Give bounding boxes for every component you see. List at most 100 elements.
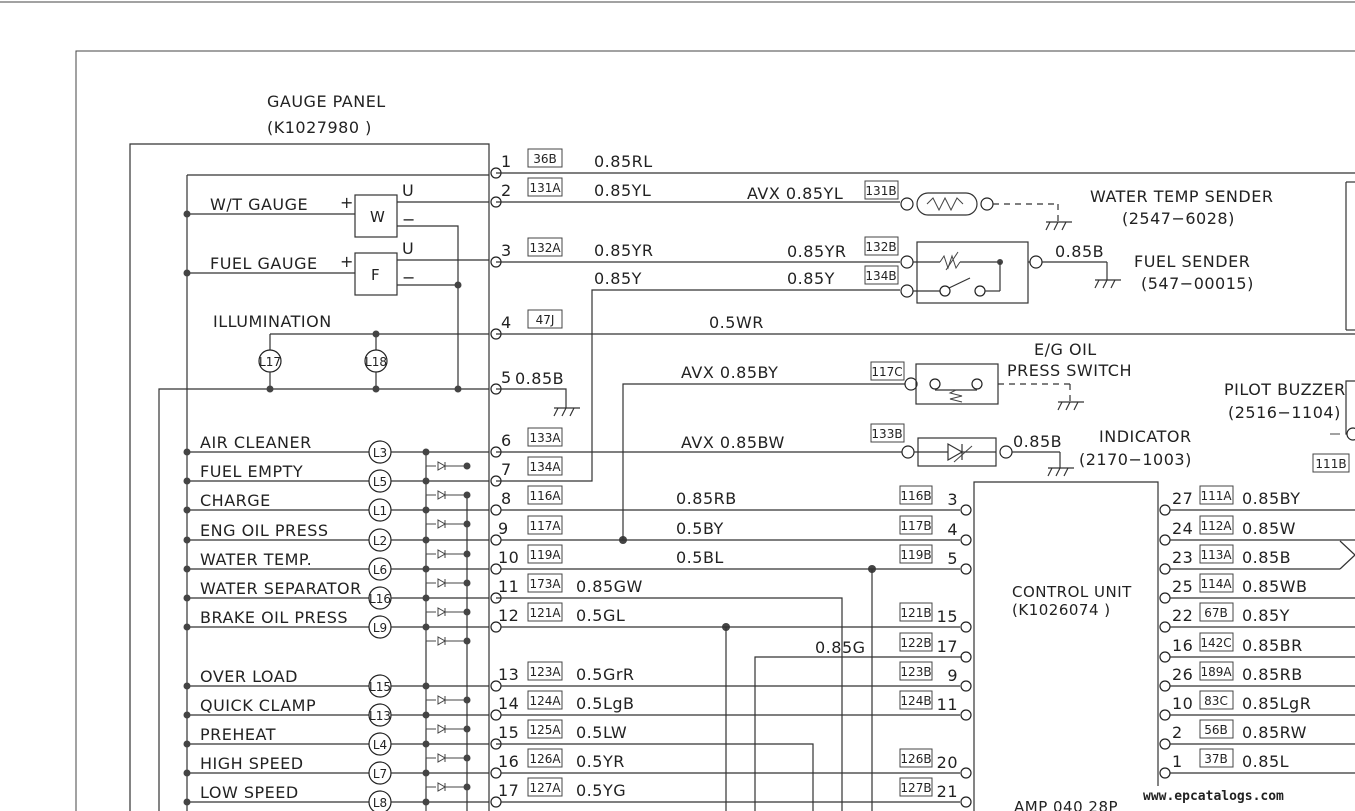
fuel-minus: −: [402, 268, 416, 287]
warning-lamp-label: L8: [373, 796, 387, 810]
cu-right-tag: [1199, 719, 1234, 739]
cu-right-wire: 0.85BR: [1242, 636, 1303, 655]
indicator-label: INDICATOR: [1099, 427, 1192, 446]
diode-icon: [437, 490, 447, 500]
cu-right-wire: 0.85Y: [1242, 606, 1290, 625]
wire-label: 0.5WR: [709, 313, 764, 332]
svg-text:134B: 134B: [865, 269, 896, 283]
wire-tag-text: 126A: [529, 752, 561, 766]
control-unit-box: [973, 481, 1159, 811]
wire-tag: [527, 485, 563, 505]
wire-tag-text: 127A: [529, 781, 561, 795]
wire-tag-text: 125A: [529, 723, 561, 737]
fuel-gauge-label: FUEL GAUGE: [210, 254, 318, 273]
wire-tag: [527, 719, 563, 739]
diode-icon: [437, 549, 447, 559]
wire-tag-text: 123A: [529, 665, 561, 679]
warning-lamp-label: L5: [373, 475, 387, 489]
gauge-pin-number: 11: [498, 577, 519, 596]
tag-117c: [870, 361, 905, 381]
warning-lamp-label: L4: [373, 738, 387, 752]
cu-right-tag: [1199, 748, 1234, 768]
svg-text:117C: 117C: [871, 365, 902, 379]
gauge-pin-number: 15: [498, 723, 519, 742]
indicator-no: (2170−1003): [1079, 450, 1192, 469]
cu-right-wire: 0.85RW: [1242, 723, 1307, 742]
wire-label: 0.5LW: [576, 723, 627, 742]
tag-111b: [1312, 453, 1350, 473]
cu-right-tag: [1199, 690, 1234, 710]
warning-label: CHARGE: [200, 491, 271, 510]
warning-label: LOW SPEED: [200, 783, 299, 802]
fuel-u: U: [402, 239, 414, 258]
gauge-pin-number: 6: [501, 431, 512, 450]
cu-right-tag-text: 113A: [1200, 548, 1232, 562]
gauge-pin-number: 10: [498, 548, 519, 567]
warning-lamp-label: L2: [373, 534, 387, 548]
warning-label: QUICK CLAMP: [200, 696, 316, 715]
cu-right-wire: 0.85B: [1242, 548, 1291, 567]
gauge-pin-number: 16: [498, 752, 519, 771]
cu-right-tag-text: 114A: [1200, 577, 1232, 591]
wire-tag: [527, 748, 563, 768]
warning-label: WATER TEMP.: [200, 550, 312, 569]
cu-right-wire: 0.85RB: [1242, 665, 1303, 684]
diode-icon: [437, 753, 447, 763]
cu-right-tag: [1199, 485, 1234, 505]
cu-left-pin: 20: [937, 753, 958, 772]
cu-left-tag: [899, 544, 933, 564]
pilot-buzzer-no: (2516−1104): [1228, 403, 1341, 422]
wire-tag: [527, 177, 563, 197]
cu-right-pin: 23: [1172, 548, 1193, 567]
gauge-pin-number: 4: [501, 313, 512, 332]
control-unit-title: CONTROL UNIT: [1012, 583, 1132, 601]
sheet-border: [75, 50, 1355, 811]
tag-134b: [864, 265, 899, 285]
cu-left-pin: 21: [937, 782, 958, 801]
wire-tag-text: 134A: [529, 460, 561, 474]
cu-right-pin: 2: [1172, 723, 1183, 742]
cu-right-tag-text: 111A: [1200, 489, 1232, 503]
cu-right-tag: [1199, 602, 1234, 622]
warning-label: OVER LOAD: [200, 667, 298, 686]
diode-icon: [437, 695, 447, 705]
indicator-ground-wire: 0.85B: [1013, 432, 1062, 451]
water-temp-sender-label: WATER TEMP SENDER: [1090, 187, 1273, 206]
wire-label: 0.85RL: [594, 152, 653, 171]
wire-tag: [527, 456, 563, 476]
wire-label: 0.5BY: [676, 519, 724, 538]
cu-left-pin: 17: [937, 637, 958, 656]
cu-right-pin: 25: [1172, 577, 1193, 596]
control-unit-part-no: (K1026074 ): [1012, 601, 1111, 619]
cu-right-tag-text: 37B: [1204, 752, 1228, 766]
press-switch-label: PRESS SWITCH: [1007, 361, 1132, 380]
cu-right-wire: 0.85LgR: [1242, 694, 1311, 713]
wire-label: 0.85RB: [676, 489, 737, 508]
cu-left-pin: 4: [947, 520, 958, 539]
cu-right-pin: 22: [1172, 606, 1193, 625]
diode-icon: [437, 519, 447, 529]
wire-label: 0.5GL: [576, 606, 625, 625]
cu-left-pin: 15: [937, 607, 958, 626]
pilot-buzzer-icon: [1345, 380, 1355, 435]
gauge-panel-title: GAUGE PANEL: [267, 92, 386, 111]
wire-label: 0.5BL: [676, 548, 724, 567]
diode-icon: [437, 636, 447, 646]
lamp-l18-label: L18: [365, 355, 387, 369]
wire-tag: [527, 515, 563, 535]
wire-tag-text: 36B: [533, 152, 557, 166]
svg-text:132B: 132B: [865, 240, 896, 254]
cu-right-pin: 1: [1172, 752, 1183, 771]
wt-gauge-letter: W: [370, 208, 385, 226]
cu-right-pin: 26: [1172, 665, 1193, 684]
svg-text:131B: 131B: [865, 184, 896, 198]
fuel-sender-no: (547−00015): [1141, 274, 1254, 293]
cu-right-tag-text: 142C: [1200, 636, 1231, 650]
wire-label: 0.5YR: [576, 752, 625, 771]
warning-label: HIGH SPEED: [200, 754, 304, 773]
diode-icon: [437, 607, 447, 617]
warning-label: BRAKE OIL PRESS: [200, 608, 348, 627]
water-temp-sender-no: (2547−6028): [1122, 209, 1235, 228]
svg-text:111B: 111B: [1315, 457, 1346, 471]
diode-icon: [437, 782, 447, 792]
